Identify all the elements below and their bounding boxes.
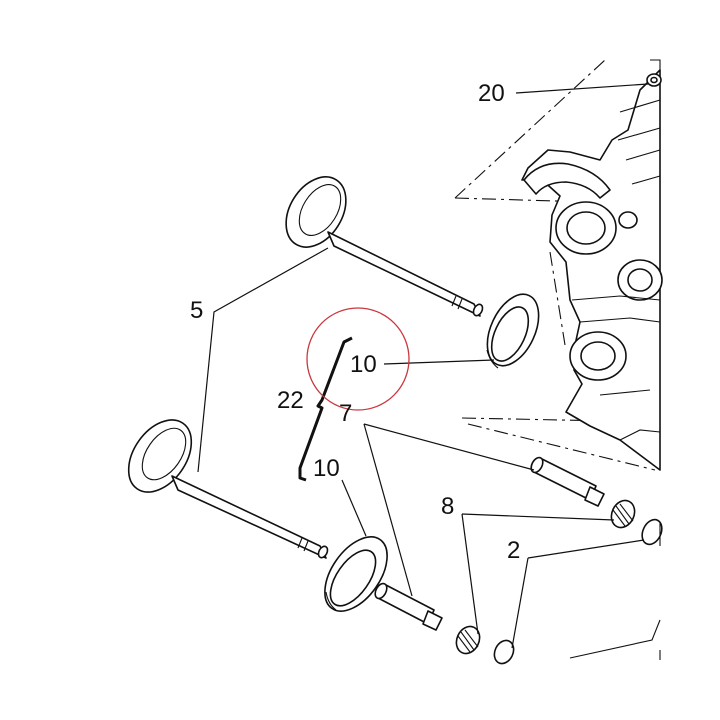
guide-collar — [584, 486, 605, 507]
cup-body — [493, 639, 515, 665]
leader-7-lower — [363, 423, 413, 597]
nut-part-hole — [650, 76, 658, 84]
guide-end — [374, 582, 388, 600]
valve-lower — [127, 419, 329, 559]
seal-ribs — [457, 629, 479, 653]
leader-lines — [197, 83, 649, 649]
valve-stem-groove — [297, 537, 309, 552]
leader-2-lower — [511, 557, 529, 649]
axis-line — [454, 59, 606, 199]
seat-ring-inner — [329, 549, 377, 607]
valve-head-face — [141, 427, 187, 481]
seat-ring-edge — [325, 591, 337, 611]
leader-20 — [515, 83, 649, 94]
leader-7-upper — [363, 423, 535, 471]
valve-stem-groove — [451, 295, 463, 310]
spring-seat-upper — [641, 518, 663, 546]
housing-edge — [569, 619, 661, 659]
valve-seat-lower — [324, 536, 388, 612]
stem-seal-upper — [610, 499, 636, 529]
callout-8: 8 — [441, 493, 454, 520]
rocker-bore-inner — [566, 211, 606, 245]
group-bracket — [298, 336, 353, 482]
leader-10-lower — [341, 479, 367, 537]
valve-stem — [171, 475, 327, 559]
callout-10-upper: 10 — [350, 351, 377, 378]
rocker-arm — [523, 162, 611, 199]
valve-seat-upper — [486, 293, 540, 369]
rocker-bore-inner — [580, 341, 616, 371]
valve-guide-lower — [374, 582, 443, 631]
spring-seat-lower — [493, 639, 515, 665]
valve-stem-tip — [317, 545, 329, 559]
seal-ribs — [612, 503, 634, 527]
valve-stem-tip — [472, 303, 484, 317]
callout-2: 2 — [507, 537, 520, 564]
seat-ring-inner — [490, 306, 530, 362]
callout-20: 20 — [478, 80, 505, 107]
axis-line — [549, 251, 566, 346]
highlight-circle — [306, 307, 410, 411]
leader-2-upper — [527, 539, 645, 559]
leader-8-lower — [461, 513, 479, 635]
housing-detail — [571, 295, 661, 396]
leader-8-upper — [461, 513, 615, 521]
rocker-pivot — [618, 211, 638, 229]
callout-5: 5 — [190, 297, 203, 324]
housing-detail — [619, 429, 661, 441]
callout-10-lower: 10 — [313, 455, 340, 482]
callout-22: 22 — [277, 387, 304, 414]
valve-upper — [285, 176, 484, 317]
rocker-bore-inner — [627, 268, 653, 292]
leader-10-upper — [383, 359, 495, 365]
stem-seal-lower — [455, 625, 481, 655]
guide-collar — [422, 610, 443, 631]
seal-body — [610, 499, 636, 529]
valve-head-face — [298, 184, 342, 236]
housing-detail — [617, 99, 661, 185]
guide-end — [530, 456, 544, 474]
callout-7: 7 — [339, 400, 352, 427]
axis-line — [467, 423, 656, 471]
cylinder-head-assembly — [454, 59, 663, 660]
valve-stem — [327, 231, 481, 317]
leader-5 — [197, 247, 329, 473]
stud-part — [650, 59, 661, 72]
cup-body — [641, 518, 663, 546]
seal-body — [455, 625, 481, 655]
valve-guide-upper — [530, 456, 605, 507]
